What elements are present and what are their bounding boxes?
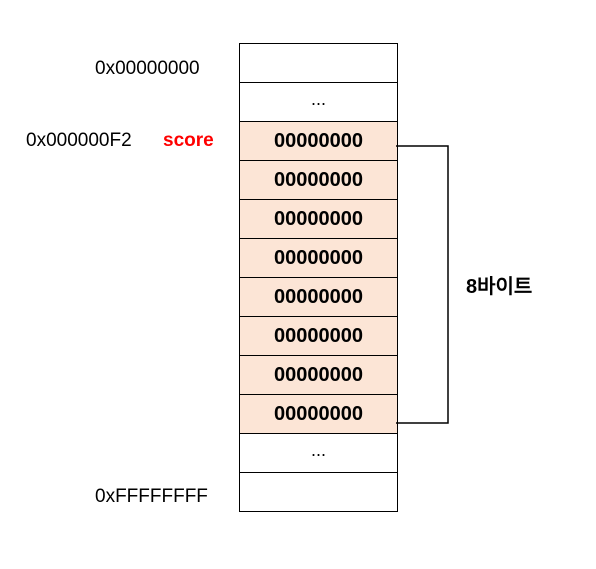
memory-block: ... 00000000 00000000 00000000 00000000 … [239,43,398,512]
memory-byte-cell: 00000000 [240,317,397,356]
memory-byte-cell: 00000000 [240,395,397,434]
size-label: 8바이트 [466,276,533,298]
address-variable-label: 0x000000F2 [26,130,132,151]
memory-cell-ellipsis: ... [240,83,397,122]
variable-name-label: score [163,130,214,151]
memory-cell-ellipsis: ... [240,434,397,473]
address-start-label: 0x00000000 [95,58,200,79]
memory-cell-empty [240,473,397,512]
memory-byte-cell: 00000000 [240,161,397,200]
bracket-line [396,145,449,424]
memory-byte-cell: 00000000 [240,356,397,395]
memory-byte-cell: 00000000 [240,239,397,278]
memory-byte-cell: 00000000 [240,278,397,317]
address-end-label: 0xFFFFFFFF [95,486,208,507]
memory-byte-cell: 00000000 [240,122,397,161]
memory-byte-cell: 00000000 [240,200,397,239]
memory-cell-empty [240,44,397,83]
